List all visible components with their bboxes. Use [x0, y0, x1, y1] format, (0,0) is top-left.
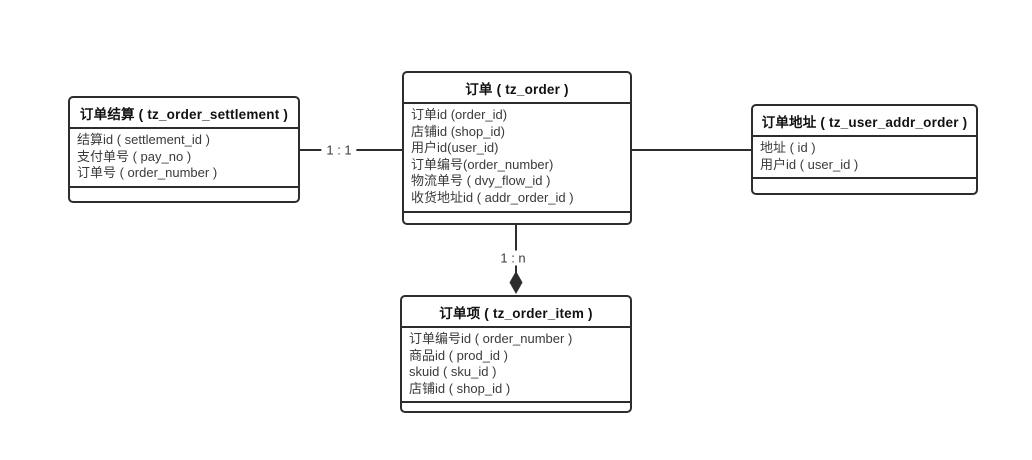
entity-empty-section: [402, 403, 630, 421]
entity-field: skuid ( sku_id ): [409, 364, 497, 380]
entity-field: 物流单号 ( dvy_flow_id ): [411, 173, 551, 189]
entity-title: 订单项 ( tz_order_item ): [402, 297, 630, 328]
entity-field: 订单编号(order_number): [411, 156, 554, 172]
entity-order: 订单 ( tz_order ) 订单id (order_id) 店铺id (sh…: [402, 71, 632, 225]
entity-field-list: 结算id ( settlement_id ) 支付单号 ( pay_no ) 订…: [70, 129, 298, 188]
relation-order-addr-line: [632, 149, 751, 151]
entity-field: 用户id ( user_id ): [760, 156, 859, 172]
entity-order-settlement: 订单结算 ( tz_order_settlement ) 结算id ( sett…: [68, 96, 300, 203]
entity-field: 地址 ( id ): [760, 140, 816, 155]
relation-order-item-label: 1 : n: [495, 250, 531, 266]
entity-empty-section: [404, 213, 630, 231]
entity-field: 订单号 ( order_number ): [77, 165, 218, 181]
entity-field-list: 订单编号id ( order_number ) 商品id ( prod_id )…: [402, 328, 630, 404]
entity-field: 商品id ( prod_id ): [409, 347, 508, 363]
entity-field: 店铺id (shop_id): [411, 123, 505, 139]
relation-settlement-order-label: 1 : 1: [321, 142, 357, 158]
entity-empty-section: [70, 188, 298, 206]
entity-user-addr-order: 订单地址 ( tz_user_addr_order ) 地址 ( id ) 用户…: [751, 104, 978, 195]
entity-field: 店铺id ( shop_id ): [409, 380, 511, 396]
entity-title: 订单地址 ( tz_user_addr_order ): [753, 106, 976, 137]
entity-field-list: 地址 ( id ) 用户id ( user_id ): [753, 137, 976, 180]
entity-field: 订单id (order_id): [411, 107, 508, 122]
entity-field: 结算id ( settlement_id ): [77, 132, 210, 147]
entity-title: 订单结算 ( tz_order_settlement ): [70, 98, 298, 129]
entity-field-list: 订单id (order_id) 店铺id (shop_id) 用户id(user…: [404, 104, 630, 213]
entity-field: 用户id(user_id): [411, 140, 499, 156]
entity-field: 订单编号id ( order_number ): [409, 331, 573, 346]
entity-field: 支付单号 ( pay_no ): [77, 148, 192, 164]
composition-diamond-icon: [509, 271, 523, 294]
entity-order-item: 订单项 ( tz_order_item ) 订单编号id ( order_num…: [400, 295, 632, 413]
entity-title: 订单 ( tz_order ): [404, 73, 630, 104]
entity-empty-section: [753, 179, 976, 197]
entity-field: 收货地址id ( addr_order_id ): [411, 189, 574, 205]
